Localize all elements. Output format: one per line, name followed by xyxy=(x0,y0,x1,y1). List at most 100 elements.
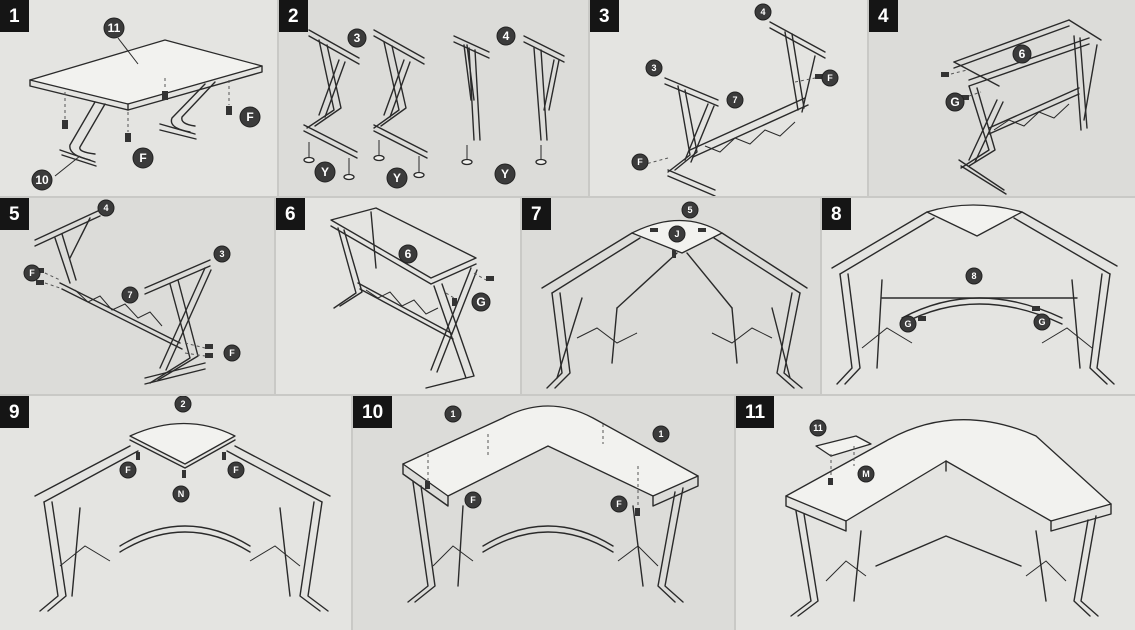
svg-text:3: 3 xyxy=(354,31,361,45)
svg-text:J: J xyxy=(674,229,679,239)
label-badge: M xyxy=(857,465,875,483)
label-badge: 3 xyxy=(645,59,663,77)
svg-text:6: 6 xyxy=(405,247,412,261)
label-badge: 3 xyxy=(213,245,231,263)
step-10-diagram: 1 1 F F xyxy=(402,405,699,603)
step-6-panel: 6 6 G xyxy=(276,198,520,394)
label-badge: F xyxy=(239,106,261,128)
step-5-number: 5 xyxy=(0,198,29,230)
svg-text:2: 2 xyxy=(180,399,185,409)
step-2-number: 2 xyxy=(279,0,308,32)
svg-text:8: 8 xyxy=(971,271,976,281)
step-7-number: 7 xyxy=(522,198,551,230)
label-badge: 4 xyxy=(97,199,115,217)
step-3-number: 3 xyxy=(590,0,619,32)
step-11-diagram: 11 M xyxy=(785,419,1112,617)
step-8-diagram: 8 G G xyxy=(831,204,1118,385)
svg-text:G: G xyxy=(950,95,959,109)
svg-text:N: N xyxy=(178,489,185,499)
label-badge: G xyxy=(1033,313,1051,331)
step-2-diagram: 3 4 Y Y Y xyxy=(303,26,565,189)
svg-text:F: F xyxy=(139,151,146,165)
label-badge: 5 xyxy=(681,201,699,219)
svg-text:F: F xyxy=(29,268,35,278)
svg-text:Y: Y xyxy=(501,167,509,181)
label-badge: 7 xyxy=(121,286,139,304)
svg-text:3: 3 xyxy=(651,63,656,73)
label-badge: Y xyxy=(386,167,408,189)
svg-text:F: F xyxy=(125,465,131,475)
svg-text:F: F xyxy=(470,495,476,505)
step-8-panel: 8 8 G G xyxy=(822,198,1135,394)
label-badge: N xyxy=(172,485,190,503)
svg-text:11: 11 xyxy=(108,21,121,35)
svg-text:F: F xyxy=(827,73,833,83)
label-badge: G xyxy=(945,92,965,112)
step-9-number: 9 xyxy=(0,396,29,428)
label-badge: J xyxy=(668,225,686,243)
step-4-number: 4 xyxy=(869,0,898,32)
step-10-number: 10 xyxy=(353,396,393,428)
label-badge: F xyxy=(610,495,628,513)
step-3-diagram: 4 3 7 F F xyxy=(631,3,839,196)
step-9-panel: 9 2 F F N xyxy=(0,396,351,630)
svg-text:4: 4 xyxy=(103,203,108,213)
svg-text:F: F xyxy=(246,110,253,124)
svg-text:F: F xyxy=(637,157,643,167)
step-10-panel: 10 1 1 F F xyxy=(353,396,734,630)
label-badge: 7 xyxy=(726,91,744,109)
step-7-panel: 7 5 J xyxy=(522,198,820,394)
label-badge: F xyxy=(464,491,482,509)
label-badge: F xyxy=(227,461,245,479)
step-6-diagram: 6 G xyxy=(330,207,494,389)
svg-text:5: 5 xyxy=(687,205,692,215)
step-9-diagram: 2 F F N xyxy=(34,396,331,612)
svg-text:3: 3 xyxy=(219,249,224,259)
label-badge: 1 xyxy=(444,405,462,423)
svg-text:4: 4 xyxy=(760,7,765,17)
step-1-number: 1 xyxy=(0,0,29,32)
step-7-diagram: 5 J xyxy=(541,201,808,389)
label-badge: F xyxy=(821,69,839,87)
step-5-panel: 5 4 3 7 F F xyxy=(0,198,274,394)
label-badge: 6 xyxy=(1012,44,1032,64)
svg-text:F: F xyxy=(233,465,239,475)
svg-text:7: 7 xyxy=(127,290,132,300)
step-6-number: 6 xyxy=(276,198,305,230)
label-badge: Y xyxy=(314,161,336,183)
label-badge: G xyxy=(471,292,491,312)
label-badge: 8 xyxy=(965,267,983,285)
svg-text:4: 4 xyxy=(503,29,510,43)
label-badge: 3 xyxy=(347,28,367,48)
step-8-number: 8 xyxy=(822,198,851,230)
svg-text:M: M xyxy=(862,469,870,479)
svg-text:Y: Y xyxy=(393,171,401,185)
svg-text:11: 11 xyxy=(813,423,823,433)
svg-text:10: 10 xyxy=(35,173,49,187)
svg-text:G: G xyxy=(476,295,485,309)
label-badge: 4 xyxy=(496,26,516,46)
step-11-panel: 11 11 M xyxy=(736,396,1135,630)
label-badge: 2 xyxy=(174,396,192,413)
label-badge: 6 xyxy=(398,244,418,264)
svg-text:G: G xyxy=(904,319,911,329)
svg-text:1: 1 xyxy=(658,429,663,439)
label-badge: 11 xyxy=(809,419,827,437)
label-badge: G xyxy=(899,315,917,333)
label-badge: F xyxy=(132,147,154,169)
step-4-diagram: 6 G xyxy=(941,19,1102,195)
svg-text:6: 6 xyxy=(1019,47,1026,61)
label-badge: Y xyxy=(494,163,516,185)
svg-text:7: 7 xyxy=(732,95,737,105)
label-badge: F xyxy=(631,153,649,171)
svg-text:1: 1 xyxy=(450,409,455,419)
svg-text:F: F xyxy=(229,348,235,358)
step-2-panel: 2 3 4 Y Y Y xyxy=(279,0,588,196)
svg-text:Y: Y xyxy=(321,165,329,179)
step-1-panel: 1 11 10 F F xyxy=(0,0,277,196)
step-3-panel: 3 4 3 7 F F xyxy=(590,0,867,196)
label-badge: F xyxy=(23,264,41,282)
label-badge: 10 xyxy=(31,169,53,191)
svg-text:F: F xyxy=(616,499,622,509)
step-4-panel: 4 6 G xyxy=(869,0,1135,196)
